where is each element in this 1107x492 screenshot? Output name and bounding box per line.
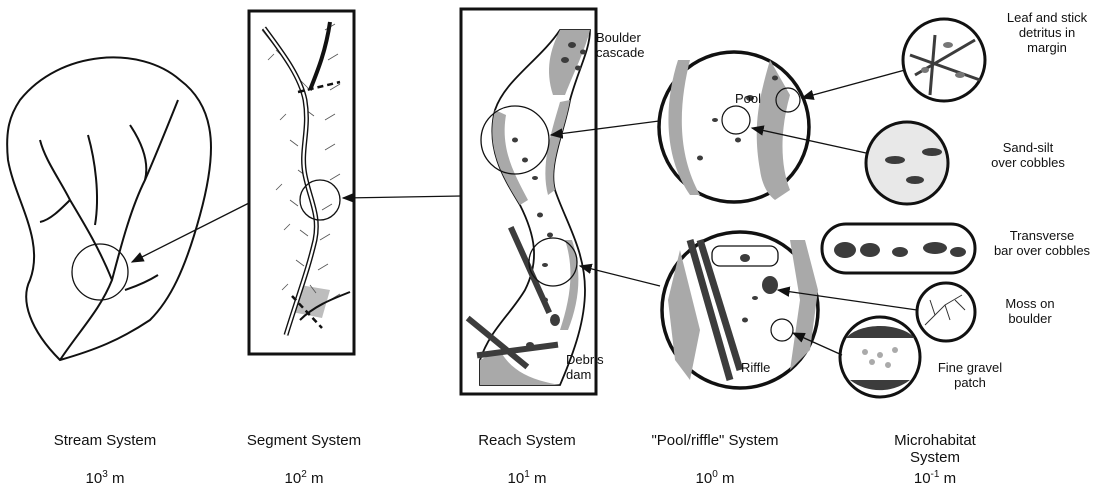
sand-silt-label: Sand-silt over cobbles [978,140,1078,170]
riffle-circle [662,232,818,388]
pool-riffle-system-label: "Pool/riffle" System [640,432,790,449]
moss-circle [917,283,975,341]
fine-gravel-label: Fine gravel patch [920,360,1020,390]
segment-scale: 102 m [224,469,384,487]
leaf-stick-label: Leaf and stick detritus in margin [995,10,1099,55]
segment-panel [249,11,354,354]
stream-system-label: Stream System [5,432,205,449]
leaf-stick-circle [903,19,985,101]
transverse-bar-oval [822,224,975,273]
fine-gravel-circle [840,317,920,397]
segment-system-label: Segment System [204,432,404,449]
pool-circle [659,52,809,202]
microhabitat-system-label: Microhabitat System [875,432,995,466]
pool-riffle-scale: 100 m [635,469,795,487]
stream-scale: 103 m [25,469,185,487]
riffle-label: Riffle [741,360,770,375]
reach-scale: 101 m [447,469,607,487]
pool-label: Pool [735,91,761,106]
boulder-cascade-label: Boulder cascade [596,30,644,60]
debris-dam-label: Debris dam [566,352,604,382]
sand-silt-circle [866,122,948,204]
reach-system-label: Reach System [427,432,627,449]
microhabitat-scale: 10-1 m [855,469,1015,487]
stream-watershed [7,57,211,360]
transverse-bar-label: Transverse bar over cobbles [982,228,1102,258]
moss-label: Moss on boulder [985,296,1075,326]
reach-panel [461,9,596,394]
